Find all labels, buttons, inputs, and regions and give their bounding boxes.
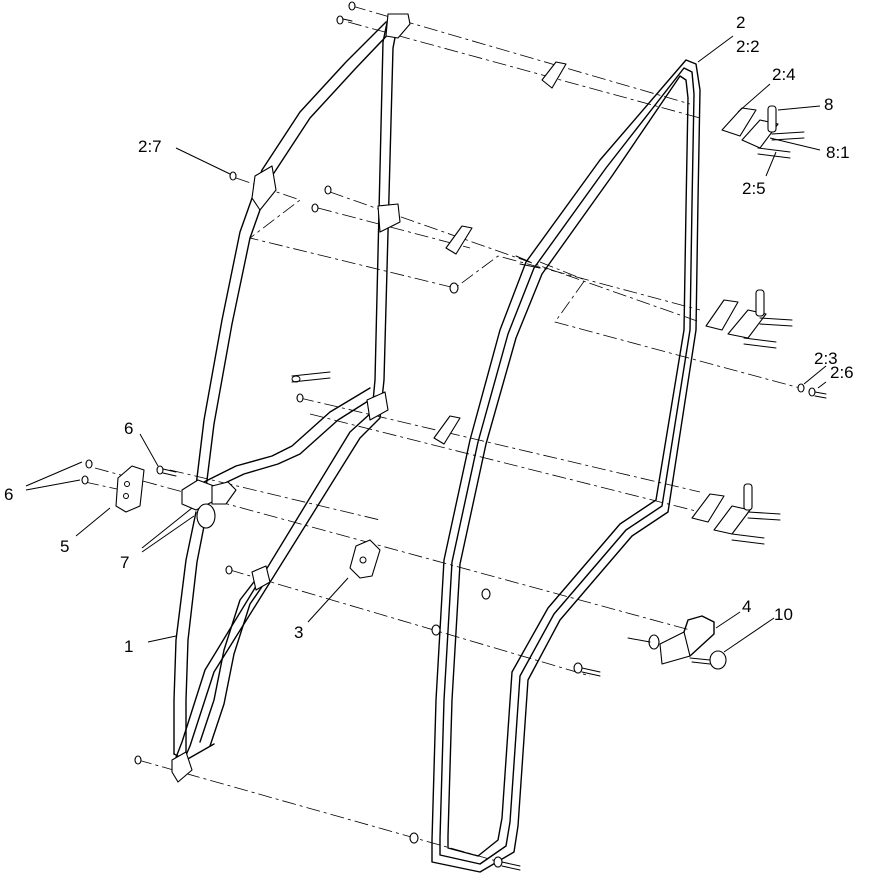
bolt (134, 755, 142, 765)
bolt (296, 393, 304, 403)
fasteners (81, 1, 827, 871)
callout-2-4: 2:4 (772, 65, 796, 84)
bolt (311, 203, 319, 213)
key (689, 650, 727, 670)
lower-hinge (691, 483, 781, 545)
bolt (336, 15, 353, 25)
callout-3: 3 (294, 623, 303, 642)
washer (481, 588, 491, 600)
washer (797, 383, 805, 393)
callout-labels: 2 2:2 2:4 8 8:1 2:5 2:7 2:3 2:6 6 6 5 7 … (4, 13, 854, 656)
bolt (156, 465, 177, 477)
washer (431, 624, 441, 636)
outer-door-frame (431, 59, 701, 873)
door-handle (627, 615, 715, 665)
bolt (348, 1, 356, 11)
middle-hinge (705, 289, 793, 349)
bolt (85, 459, 93, 469)
callout-2-3: 2:3 (814, 349, 838, 368)
washer (493, 856, 521, 871)
bolt (229, 171, 237, 181)
callout-4: 4 (742, 597, 751, 616)
callout-7: 7 (120, 553, 129, 572)
latch-mechanism (181, 479, 237, 529)
callout-2-5: 2:5 (742, 179, 766, 198)
washer (573, 662, 601, 677)
callout-2-6: 2:6 (830, 363, 854, 382)
callout-8: 8 (824, 95, 833, 114)
callout-5: 5 (60, 537, 69, 556)
bolt (81, 475, 89, 485)
upper-hinge (721, 105, 805, 159)
callout-6-left: 6 (4, 485, 13, 504)
washer (449, 282, 459, 294)
callout-10: 10 (774, 605, 793, 624)
bolt (324, 185, 332, 195)
washer (409, 832, 419, 844)
leader-lines (25, 35, 827, 653)
callout-1: 1 (124, 637, 133, 656)
callout-8-1: 8:1 (826, 143, 850, 162)
bolt (225, 565, 233, 575)
inner-door-frame (171, 13, 411, 783)
callout-2-2: 2:2 (736, 37, 760, 56)
callout-2-7: 2:7 (138, 137, 162, 156)
bolt (808, 387, 827, 399)
latch-bracket (115, 465, 145, 513)
striker-plate (349, 539, 381, 579)
callout-2: 2 (736, 13, 745, 32)
spacer-plates (433, 61, 567, 445)
callout-6-upper: 6 (124, 419, 133, 438)
